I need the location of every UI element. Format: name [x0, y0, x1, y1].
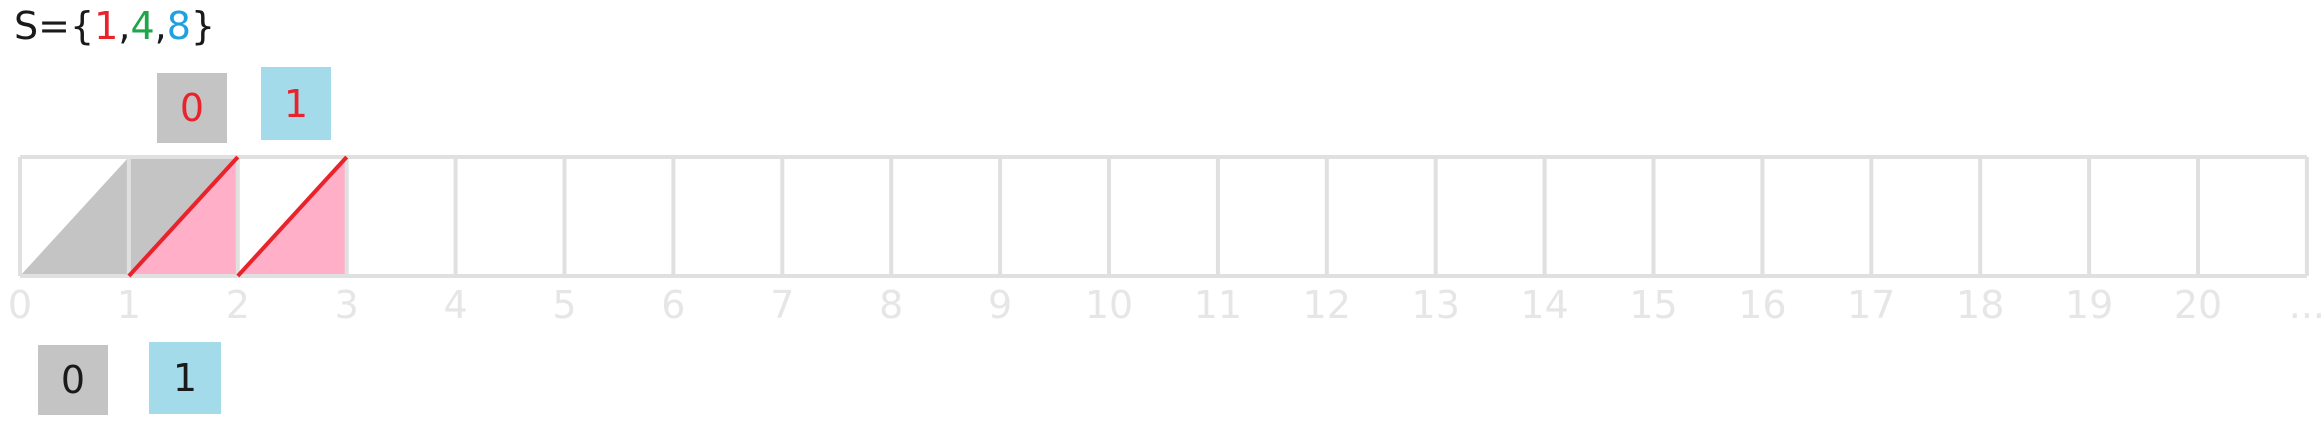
- tick-label-4: 4: [444, 283, 468, 327]
- gray-triangle-cell-0: [20, 157, 129, 276]
- tick-label-21: ...: [2289, 283, 2323, 327]
- top-box-0: 0: [157, 73, 227, 143]
- tick-label-8: 8: [879, 283, 903, 327]
- set-element-1: 1: [94, 4, 119, 48]
- tick-label-0: 0: [8, 283, 32, 327]
- set-open-brace: {: [69, 4, 95, 48]
- tick-label-14: 14: [1520, 283, 1568, 327]
- tick-label-19: 19: [2065, 283, 2113, 327]
- red-diagonal-1: [127, 155, 240, 278]
- red-diagonal-2: [236, 155, 349, 278]
- bottom-box-1: 1: [149, 342, 221, 414]
- set-close-brace: }: [190, 4, 216, 48]
- tick-label-7: 7: [770, 283, 794, 327]
- pink-lower-triangle-2: [237, 157, 347, 276]
- tick-label-17: 17: [1847, 283, 1895, 327]
- tick-label-10: 10: [1085, 283, 1133, 327]
- tick-label-6: 6: [661, 283, 685, 327]
- tick-label-11: 11: [1194, 283, 1242, 327]
- tick-label-12: 12: [1303, 283, 1351, 327]
- tick-label-16: 16: [1738, 283, 1786, 327]
- set-prefix: S=: [14, 4, 70, 48]
- tick-label-15: 15: [1629, 283, 1677, 327]
- set-element-2: 4: [130, 4, 155, 48]
- tick-label-9: 9: [988, 283, 1012, 327]
- tick-label-3: 3: [335, 283, 359, 327]
- set-element-3: 8: [166, 4, 191, 48]
- tick-label-18: 18: [1956, 283, 2004, 327]
- top-box-1: 1: [261, 67, 331, 140]
- tick-label-2: 2: [226, 283, 250, 327]
- bottom-box-0: 0: [38, 345, 108, 415]
- tick-label-20: 20: [2174, 283, 2222, 327]
- set-label: S={1,4,8}: [14, 0, 215, 52]
- set-comma-1: ,: [118, 4, 131, 48]
- tick-label-13: 13: [1412, 283, 1460, 327]
- tick-label-1: 1: [117, 283, 141, 327]
- tick-label-5: 5: [552, 283, 576, 327]
- set-comma-2: ,: [154, 4, 167, 48]
